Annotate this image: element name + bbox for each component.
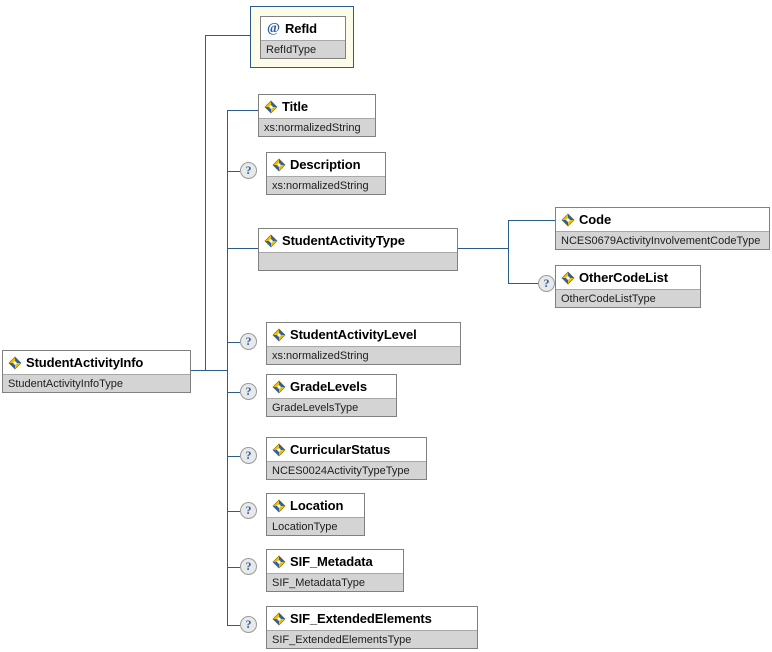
element-icon — [272, 555, 286, 569]
node-name-row: OtherCodeList — [556, 266, 700, 289]
connector-to-sifmetadata — [227, 567, 240, 568]
node-code[interactable]: Code NCES0679ActivityInvolvementCodeType — [555, 207, 770, 250]
node-description[interactable]: Description xs:normalizedString — [266, 152, 386, 195]
connector-to-gradelevels — [227, 392, 240, 393]
element-icon — [272, 328, 286, 342]
node-name-label: StudentActivityType — [282, 233, 405, 248]
node-name-row: @ RefId — [261, 17, 345, 40]
connector-to-curricularstatus — [227, 456, 240, 457]
node-type-label: SIF_ExtendedElementsType — [267, 630, 477, 648]
connector-sat-branch-spine — [508, 220, 509, 283]
connector-to-location — [227, 511, 240, 512]
node-name-label: GradeLevels — [290, 379, 367, 394]
node-name-label: SIF_Metadata — [290, 554, 373, 569]
connector-to-studentactivitytype — [227, 248, 258, 249]
node-name-label: Title — [282, 99, 308, 114]
node-gradelevels[interactable]: GradeLevels GradeLevelsType — [266, 374, 397, 417]
node-type-label: LocationType — [267, 517, 364, 535]
connector-to-othercodelist — [508, 283, 538, 284]
node-type-label: xs:normalizedString — [267, 346, 460, 364]
node-name-label: CurricularStatus — [290, 442, 391, 457]
node-sif-metadata[interactable]: SIF_Metadata SIF_MetadataType — [266, 549, 404, 592]
connector-to-studentactivitylevel — [227, 342, 240, 343]
connector-sequence-spine — [227, 110, 228, 625]
node-name-row: Code — [556, 208, 769, 231]
node-type-label: xs:normalizedString — [259, 118, 375, 136]
element-icon — [272, 612, 286, 626]
node-name-row: StudentActivityType — [259, 229, 457, 252]
attribute-icon: @ — [266, 21, 281, 36]
node-type-label — [259, 252, 457, 270]
element-icon — [264, 100, 278, 114]
node-refid[interactable]: @ RefId RefIdType — [260, 16, 346, 59]
node-name-label: Description — [290, 157, 361, 172]
connector-sat-out — [458, 248, 508, 249]
element-icon — [272, 443, 286, 457]
node-name-row: SIF_ExtendedElements — [267, 607, 477, 630]
node-type-label: StudentActivityInfoType — [3, 374, 190, 392]
node-name-row: GradeLevels — [267, 375, 396, 398]
node-studentactivitytype[interactable]: StudentActivityType — [258, 228, 458, 271]
connector-attribute-riser — [205, 35, 206, 371]
node-name-row: Title — [259, 95, 375, 118]
element-icon — [561, 271, 575, 285]
connector-to-code — [508, 220, 555, 221]
node-name-row: CurricularStatus — [267, 438, 426, 461]
optional-marker-location: ? — [240, 502, 257, 519]
optional-marker-gradelevels: ? — [240, 383, 257, 400]
node-title[interactable]: Title xs:normalizedString — [258, 94, 376, 137]
attribute-frame-refid: @ RefId RefIdType — [250, 6, 354, 68]
element-icon — [264, 234, 278, 248]
element-icon — [561, 213, 575, 227]
node-name-label: OtherCodeList — [579, 270, 668, 285]
node-name-row: StudentActivityInfo — [3, 351, 190, 374]
node-name-label: StudentActivityLevel — [290, 327, 417, 342]
node-type-label: xs:normalizedString — [267, 176, 385, 194]
node-name-row: Description — [267, 153, 385, 176]
connector-root-stub — [190, 370, 228, 371]
node-sif-extendedelements[interactable]: SIF_ExtendedElements SIF_ExtendedElement… — [266, 606, 478, 649]
optional-marker-description: ? — [240, 162, 257, 179]
optional-marker-othercodelist: ? — [538, 275, 555, 292]
connector-attribute-to-refid — [205, 35, 250, 36]
connector-to-title — [227, 110, 258, 111]
optional-marker-sifmetadata: ? — [240, 558, 257, 575]
element-icon — [272, 158, 286, 172]
node-location[interactable]: Location LocationType — [266, 493, 365, 536]
node-studentactivityinfo[interactable]: StudentActivityInfo StudentActivityInfoT… — [2, 350, 191, 393]
connector-to-description — [227, 171, 240, 172]
node-name-label: Location — [290, 498, 344, 513]
optional-marker-curricularstatus: ? — [240, 447, 257, 464]
node-name-row: Location — [267, 494, 364, 517]
node-name-label: SIF_ExtendedElements — [290, 611, 432, 626]
node-type-label: SIF_MetadataType — [267, 573, 403, 591]
node-type-label: GradeLevelsType — [267, 398, 396, 416]
node-type-label: NCES0679ActivityInvolvementCodeType — [556, 231, 769, 249]
element-icon — [272, 499, 286, 513]
node-othercodelist[interactable]: OtherCodeList OtherCodeListType — [555, 265, 701, 308]
node-name-label: Code — [579, 212, 612, 227]
node-type-label: RefIdType — [261, 40, 345, 58]
node-curricularstatus[interactable]: CurricularStatus NCES0024ActivityTypeTyp… — [266, 437, 427, 480]
node-type-label: OtherCodeListType — [556, 289, 700, 307]
optional-marker-studentactivitylevel: ? — [240, 333, 257, 350]
node-type-label: NCES0024ActivityTypeType — [267, 461, 426, 479]
node-name-row: StudentActivityLevel — [267, 323, 460, 346]
element-icon — [272, 380, 286, 394]
connector-to-sifextendedelements — [227, 625, 240, 626]
node-name-row: SIF_Metadata — [267, 550, 403, 573]
node-name-label: StudentActivityInfo — [26, 355, 144, 370]
node-studentactivitylevel[interactable]: StudentActivityLevel xs:normalizedString — [266, 322, 461, 365]
element-icon — [8, 356, 22, 370]
optional-marker-sifextendedelements: ? — [240, 616, 257, 633]
node-name-label: RefId — [285, 21, 318, 36]
